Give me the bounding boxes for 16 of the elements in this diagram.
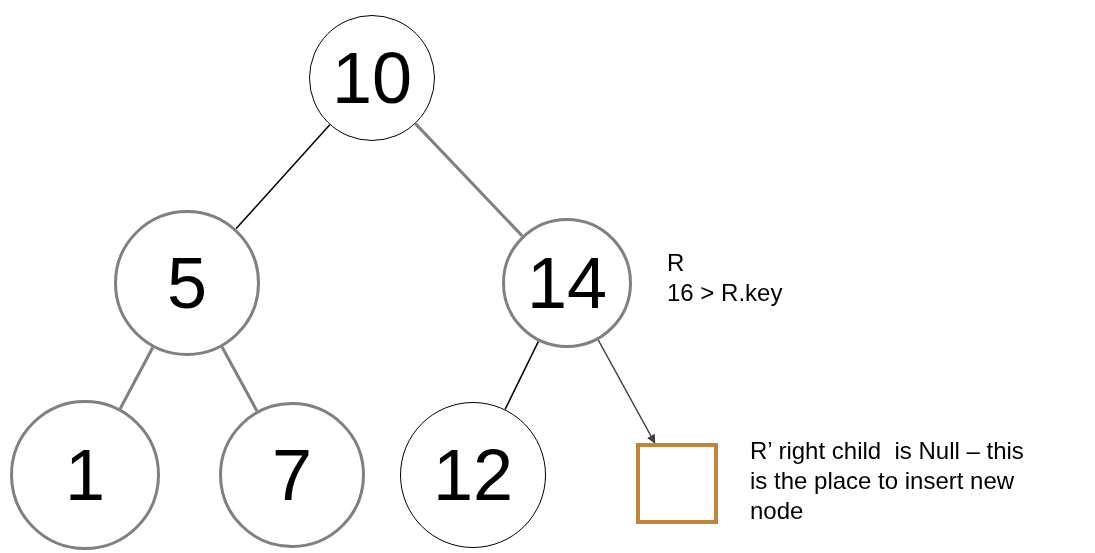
arrow: [597, 339, 656, 444]
empty-slot-box: [636, 443, 718, 524]
connector-line: [504, 340, 540, 411]
annotation-text: R: [667, 248, 686, 278]
annotation-text: R’ right child is Null – this is the place to insert new node: [750, 436, 1025, 526]
connector-line: [414, 122, 524, 237]
node-key: 5: [166, 247, 207, 319]
connector-line: [235, 124, 331, 230]
node-key: 12: [432, 439, 514, 511]
connector-line: [220, 346, 259, 412]
node-key: 10: [331, 42, 413, 114]
annotation-text: 16 > R.key: [667, 278, 784, 308]
connector-line: [118, 346, 155, 410]
node-key: 14: [526, 247, 608, 319]
node-key: 1: [64, 439, 105, 511]
node-key: 7: [271, 439, 312, 511]
